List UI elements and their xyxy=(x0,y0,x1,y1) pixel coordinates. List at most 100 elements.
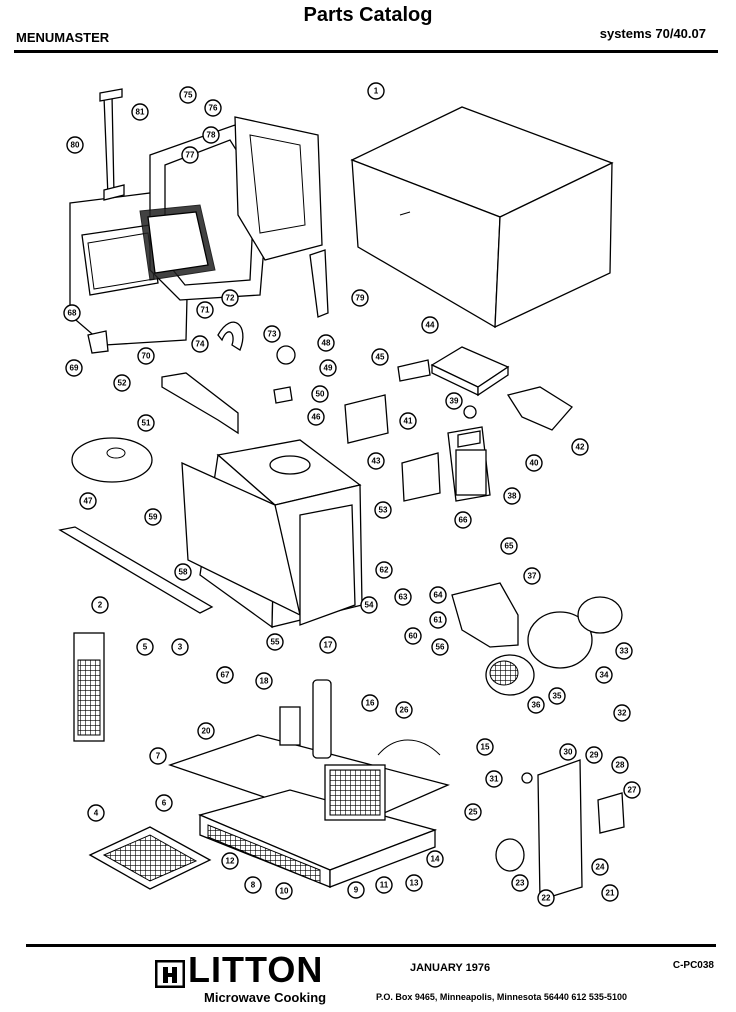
callout-label: 58 xyxy=(179,568,188,577)
callout-label: 8 xyxy=(251,881,256,890)
callout-circle xyxy=(454,511,472,529)
callout-label: 68 xyxy=(68,309,77,318)
callout-74: 74 xyxy=(191,335,209,353)
callout-65: 65 xyxy=(500,537,518,555)
callout-45: 45 xyxy=(371,348,389,366)
callout-circle xyxy=(559,743,577,761)
callout-label: 56 xyxy=(436,643,445,652)
callout-circle xyxy=(537,889,555,907)
callout-32: 32 xyxy=(613,704,631,722)
callout-circle xyxy=(307,408,325,426)
callout-circle xyxy=(429,611,447,629)
callout-circle xyxy=(202,126,220,144)
callout-circle xyxy=(375,561,393,579)
callout-circle xyxy=(149,747,167,765)
callout-circle xyxy=(347,881,365,899)
callout-circle xyxy=(367,452,385,470)
callout-label: 48 xyxy=(322,339,331,348)
callout-24: 24 xyxy=(591,858,609,876)
callout-28: 28 xyxy=(611,756,629,774)
catalog-date: JANUARY 1976 xyxy=(410,962,491,974)
callout-48: 48 xyxy=(317,334,335,352)
duct-bracket xyxy=(506,386,573,431)
callout-10: 10 xyxy=(275,882,293,900)
callout-43: 43 xyxy=(367,452,385,470)
callout-label: 14 xyxy=(431,855,440,864)
callout-label: 10 xyxy=(280,887,289,896)
door-spring xyxy=(217,321,244,351)
callout-label: 54 xyxy=(365,601,374,610)
latch-clip xyxy=(87,330,109,354)
callout-circle xyxy=(221,852,239,870)
callout-circle xyxy=(216,666,234,684)
callout-label: 16 xyxy=(366,699,375,708)
callout-4: 4 xyxy=(87,804,105,822)
callout-label: 67 xyxy=(221,671,230,680)
callout-circle xyxy=(426,850,444,868)
thermostat xyxy=(276,345,296,365)
callout-circle xyxy=(571,438,589,456)
callout-circle xyxy=(319,636,337,654)
callout-64: 64 xyxy=(429,586,447,604)
callout-11: 11 xyxy=(375,876,393,894)
callout-35: 35 xyxy=(548,687,566,705)
callout-circle xyxy=(351,289,369,307)
callout-circle xyxy=(431,638,449,656)
callout-16: 16 xyxy=(361,694,379,712)
callout-circle xyxy=(445,392,463,410)
callout-circle xyxy=(464,803,482,821)
callout-1: 1 xyxy=(367,82,385,100)
callout-circle xyxy=(421,316,439,334)
callout-55: 55 xyxy=(266,633,284,651)
callout-42: 42 xyxy=(571,438,589,456)
callout-18: 18 xyxy=(255,672,273,690)
callout-71: 71 xyxy=(196,301,214,319)
callout-circle xyxy=(204,99,222,117)
base-chassis xyxy=(167,734,450,888)
callout-label: 77 xyxy=(186,151,195,160)
callout-label: 37 xyxy=(528,572,537,581)
callout-label: 53 xyxy=(379,506,388,515)
callout-40: 40 xyxy=(525,454,543,472)
callout-25: 25 xyxy=(464,803,482,821)
callout-73: 73 xyxy=(263,325,281,343)
callout-label: 36 xyxy=(532,701,541,710)
callout-label: 75 xyxy=(184,91,193,100)
callout-circle xyxy=(476,738,494,756)
callout-circle xyxy=(87,804,105,822)
callout-label: 11 xyxy=(380,881,389,890)
callout-59: 59 xyxy=(144,508,162,526)
callout-circle xyxy=(131,103,149,121)
callout-5: 5 xyxy=(136,638,154,656)
callout-label: 51 xyxy=(142,419,151,428)
door-panels xyxy=(139,116,323,301)
callout-50: 50 xyxy=(311,385,329,403)
callout-label: 18 xyxy=(260,677,269,686)
outer-case xyxy=(350,106,614,329)
callout-circle xyxy=(63,304,81,322)
callout-circle xyxy=(137,414,155,432)
callout-2: 2 xyxy=(91,596,109,614)
callout-6: 6 xyxy=(155,794,173,812)
callout-circle xyxy=(174,563,192,581)
callout-47: 47 xyxy=(79,492,97,510)
callout-46: 46 xyxy=(307,408,325,426)
callout-label: 13 xyxy=(410,879,419,888)
callout-circle xyxy=(196,301,214,319)
callout-label: 46 xyxy=(312,413,321,422)
callout-label: 61 xyxy=(434,616,443,625)
callout-79: 79 xyxy=(351,289,369,307)
callout-66: 66 xyxy=(454,511,472,529)
callout-36: 36 xyxy=(527,696,545,714)
callout-circle xyxy=(595,666,613,684)
callout-circle xyxy=(79,492,97,510)
callout-label: 63 xyxy=(399,593,408,602)
callout-63: 63 xyxy=(394,588,412,606)
capacitor-box xyxy=(401,452,441,502)
callout-76: 76 xyxy=(204,99,222,117)
callout-circle xyxy=(591,858,609,876)
callout-circle xyxy=(137,347,155,365)
callout-label: 49 xyxy=(324,364,333,373)
callout-27: 27 xyxy=(623,781,641,799)
callout-label: 65 xyxy=(505,542,514,551)
